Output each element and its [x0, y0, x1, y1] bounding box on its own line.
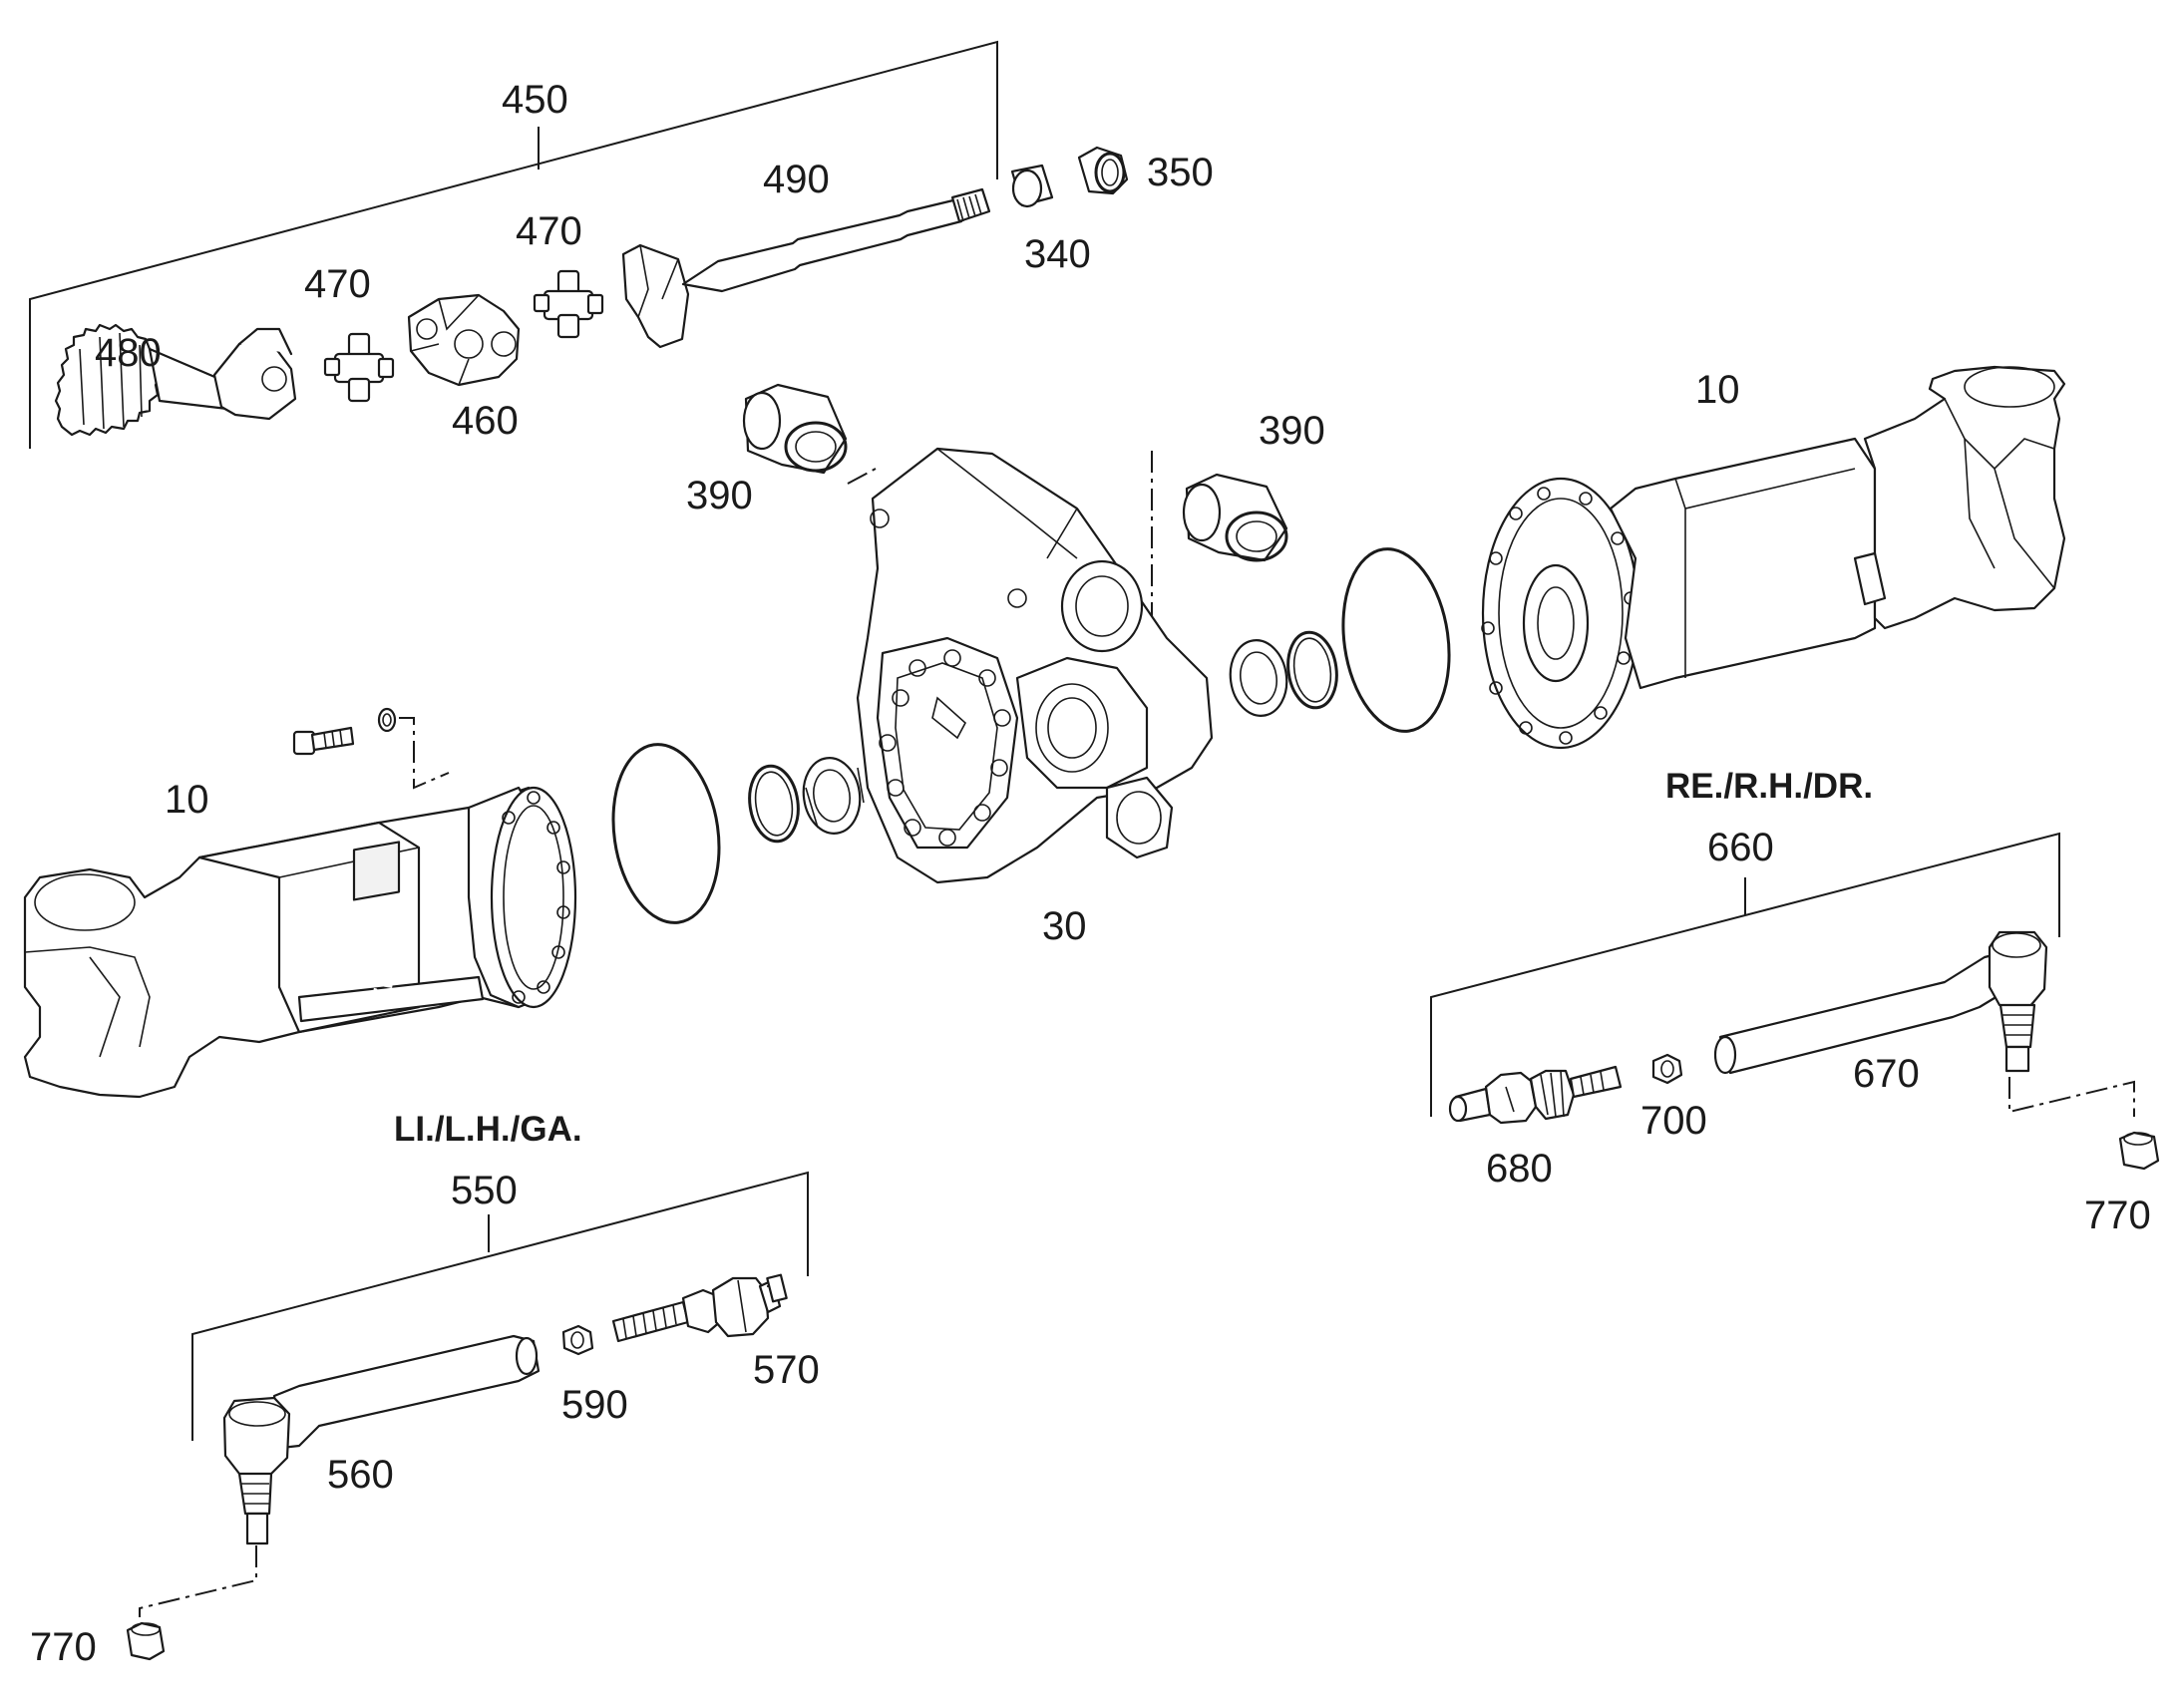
callout-770-right: 770 [2084, 1194, 2151, 1237]
callout-560: 560 [327, 1453, 394, 1497]
part-30-center-housing [856, 447, 1214, 884]
part-470-cross-joint-b [533, 269, 604, 339]
part-490-yoke-shaft [621, 187, 991, 349]
part-snap-ring-right [1286, 630, 1338, 710]
part-470-cross-joint-a [323, 332, 395, 403]
part-770-nut-right [2118, 1131, 2160, 1171]
part-seal-right [1229, 639, 1288, 717]
part-washer [377, 707, 397, 733]
part-560-tie-rod [222, 1334, 541, 1545]
callout-470-upper: 470 [516, 209, 582, 253]
assembly-550-bracket [191, 1171, 809, 1441]
callout-490: 490 [763, 158, 830, 201]
callout-700: 700 [1640, 1099, 1707, 1143]
part-o-ring-right [1341, 547, 1451, 733]
part-o-ring-left [611, 743, 721, 924]
callout-660: 660 [1707, 826, 1774, 869]
callout-670: 670 [1853, 1052, 1920, 1096]
assembly-450-bracket [29, 40, 998, 449]
part-460-double-yoke [407, 293, 521, 387]
callout-340: 340 [1024, 232, 1091, 276]
callout-350: 350 [1147, 151, 1214, 194]
part-770-nut-left [126, 1621, 166, 1661]
callout-550: 550 [451, 1169, 518, 1212]
callout-10-left: 10 [165, 778, 209, 822]
callout-460: 460 [452, 399, 519, 443]
part-340-bushing [1010, 164, 1054, 208]
part-390-bushing-left [742, 383, 848, 475]
part-680-ball-joint [1448, 1065, 1623, 1125]
callout-770-left: 770 [30, 1625, 97, 1669]
callout-390-right: 390 [1259, 409, 1325, 453]
part-590-nut [561, 1324, 594, 1356]
zf-logo: ZF [365, 970, 400, 1006]
part-480-splined-shaft [54, 323, 297, 437]
part-700-nut [1651, 1053, 1683, 1085]
side-label-left: LI./L.H./GA. [394, 1110, 582, 1149]
part-390-bushing-right [1182, 473, 1288, 562]
part-350-seal [1077, 146, 1129, 195]
callout-30: 30 [1042, 904, 1087, 948]
callout-590: 590 [561, 1383, 628, 1427]
part-seal-left [802, 757, 865, 835]
side-label-right: RE./R.H./DR. [1665, 767, 1873, 806]
part-670-tie-rod [1713, 930, 2048, 1075]
callout-570: 570 [753, 1348, 820, 1392]
part-570-ball-joint [611, 1273, 788, 1343]
part-10-left-axle-housing: ZF [23, 786, 577, 1099]
assembly-660-bracket [1430, 832, 2060, 1117]
part-10-right-axle-housing [1481, 365, 2066, 750]
callout-470-lower: 470 [304, 262, 371, 306]
part-bolt [292, 726, 355, 756]
callout-680: 680 [1486, 1147, 1553, 1191]
part-snap-ring-left [748, 764, 800, 844]
callout-480: 480 [95, 331, 162, 375]
callout-10-right: 10 [1695, 368, 1740, 412]
callout-450: 450 [502, 78, 568, 122]
callout-390-left: 390 [686, 474, 753, 517]
